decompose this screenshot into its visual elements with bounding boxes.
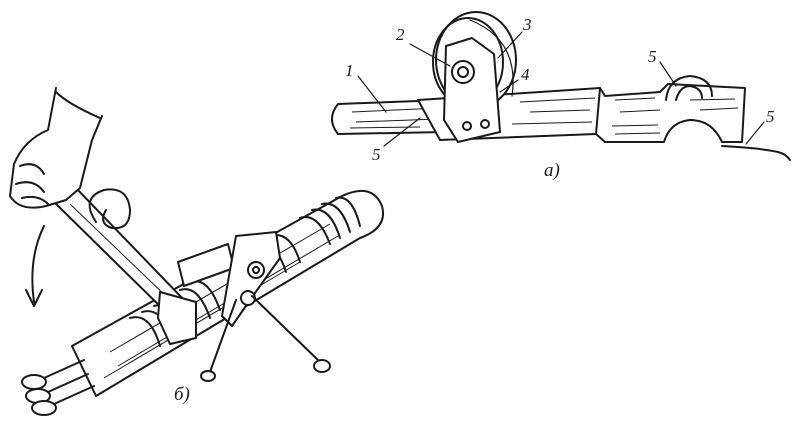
- figure-b-caption: б): [174, 384, 190, 405]
- callout-label-1: 1: [345, 61, 354, 80]
- rotation-arrow-icon: [25, 225, 45, 307]
- callout-label-5-top: 5: [648, 47, 657, 66]
- bracket-plate: [443, 37, 501, 143]
- hand-icon: [9, 87, 103, 209]
- callout-leaders: [357, 31, 765, 147]
- winding-bracket: [177, 231, 281, 327]
- figure-b-usage: б): [9, 87, 384, 416]
- callout-label-2: 2: [396, 25, 405, 44]
- guide-pins: [200, 295, 331, 382]
- callout-label-4: 4: [521, 65, 530, 84]
- wire-strand: [721, 145, 791, 161]
- spiral-clip: [665, 75, 713, 101]
- callout-label-5-right: 5: [766, 107, 775, 126]
- tool-handle: [331, 99, 446, 135]
- callout-label-5-left: 5: [372, 145, 381, 164]
- figure-a-tool: 1 2 3 4 5 5 5 а): [331, 11, 791, 181]
- cable-ends: [21, 359, 95, 416]
- callout-label-3: 3: [522, 15, 532, 34]
- figure-a-caption: а): [544, 160, 560, 181]
